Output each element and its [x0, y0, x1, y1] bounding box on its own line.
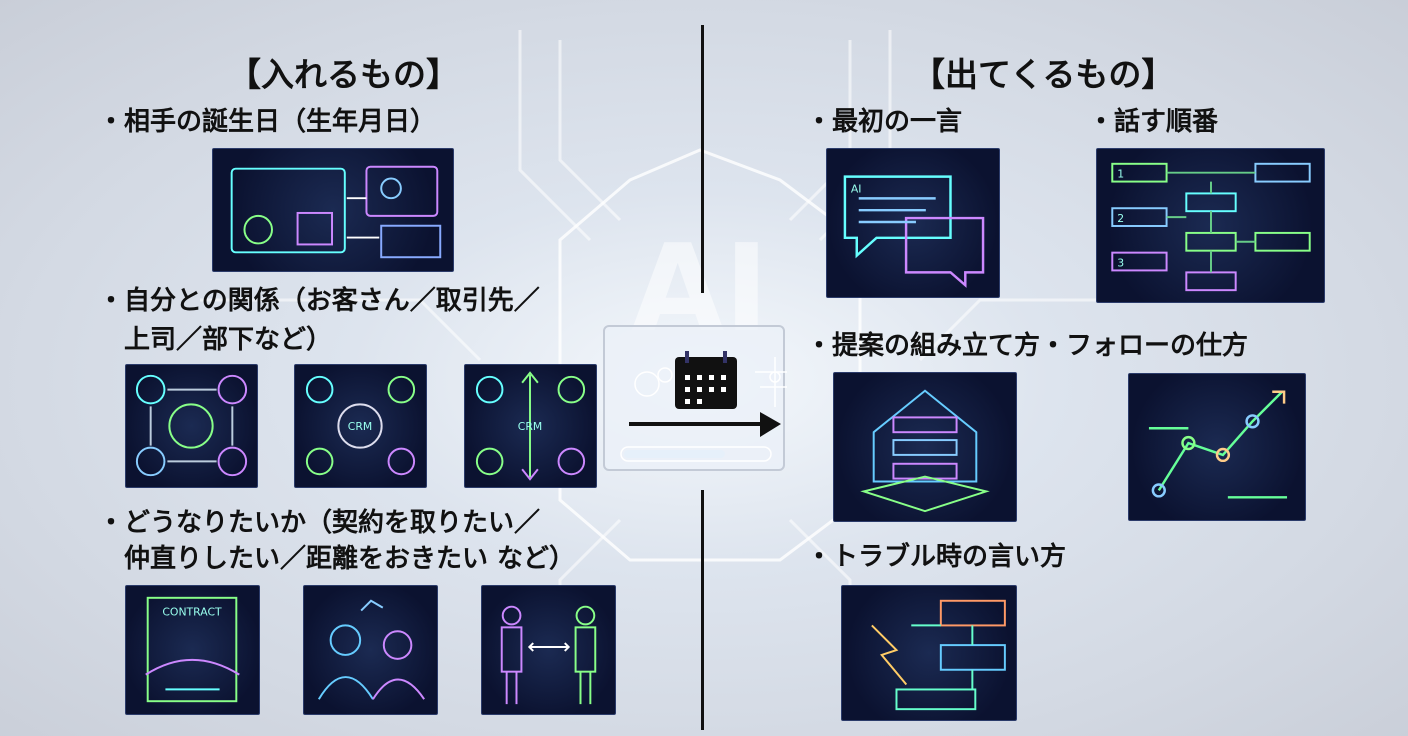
step-2: 2: [1117, 212, 1124, 225]
progress-track: [620, 446, 772, 462]
contract-handshake-tile: CONTRACT: [125, 585, 260, 715]
input-item-birthday: ・相手の誕生日（生年月日）: [98, 107, 437, 137]
ai-process-panel: [603, 325, 795, 471]
output-item-trouble-phrasing: ・トラブル時の言い方: [806, 542, 1067, 572]
network-people-tile: [125, 364, 258, 488]
crm-label-2: CRM: [518, 420, 542, 433]
step-1: 1: [1117, 168, 1124, 181]
distance-tile: [481, 585, 616, 715]
progress-fill: [624, 450, 725, 458]
trouble-response-tile: [841, 585, 1017, 721]
crm-label: CRM: [348, 420, 372, 433]
output-item-proposal-followup: ・提案の組み立て方・フォローの仕方: [806, 331, 1249, 361]
divider-top: [701, 25, 704, 293]
gear-icon: [634, 367, 673, 397]
calendar-profile-tile: [212, 148, 454, 272]
input-item-goal-line2: 仲直りしたい／距離をおきたい など）: [124, 544, 576, 574]
circuit-chip-icon: [755, 357, 795, 407]
output-item-talk-order: ・話す順番: [1088, 107, 1219, 137]
input-item-relationship-line1: ・自分との関係（お客さん／取引先／: [98, 286, 540, 316]
reconcile-tile: [303, 585, 438, 715]
proposal-structure-tile: [833, 372, 1017, 522]
divider-bottom: [701, 490, 704, 730]
output-title: 【出てくるもの】: [912, 55, 1175, 94]
input-title: 【入れるもの】: [228, 55, 459, 94]
crm-network-tile: CRM: [294, 364, 427, 488]
calendar-icon: [675, 351, 737, 409]
arrow-right-icon: [629, 412, 781, 437]
input-item-relationship-line2: 上司／部下など）: [124, 325, 333, 355]
ai-label: AI: [851, 182, 862, 195]
contract-label: CONTRACT: [162, 606, 222, 619]
step-3: 3: [1117, 256, 1124, 269]
crm-hierarchy-tile: CRM: [464, 364, 597, 488]
followup-trend-tile: [1128, 373, 1306, 521]
chat-bubbles-tile: AI: [826, 148, 1000, 298]
output-item-first-words: ・最初の一言: [806, 107, 963, 137]
flow-steps-tile: 1 2 3: [1096, 148, 1325, 303]
input-item-goal-line1: ・どうなりたいか（契約を取りたい／: [98, 508, 541, 538]
